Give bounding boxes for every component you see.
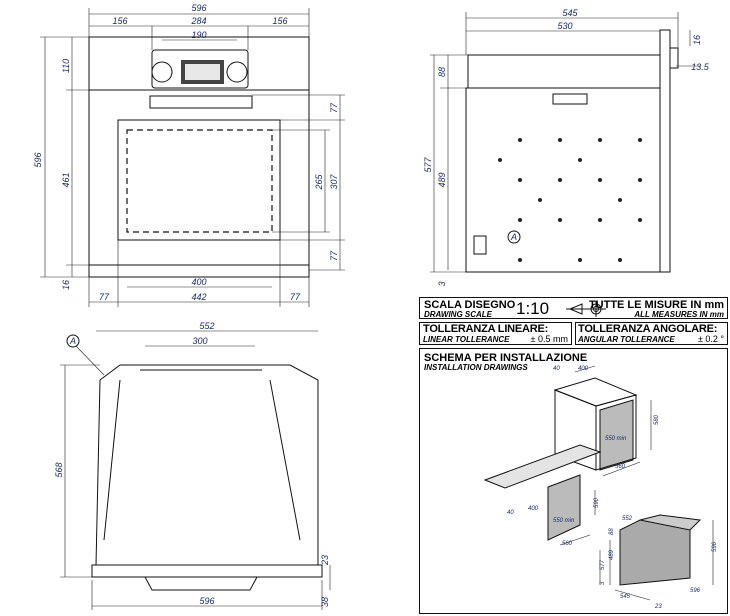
inst-oven-depth: 545 <box>620 594 631 600</box>
scale-value: 1:10 <box>516 299 550 318</box>
dim-side-depth: 545 <box>562 8 578 18</box>
inst-oven-front-height: 596 <box>712 541 718 552</box>
door-handle <box>149 95 253 109</box>
dim-front-display: 190 <box>191 30 206 40</box>
dim-window-inner-h: 265 <box>314 174 324 191</box>
knob-right <box>226 61 248 83</box>
front-view: 596 156 284 156 190 596 110 461 16 77 26… <box>33 3 345 307</box>
dim-side-body-depth: 530 <box>557 21 572 31</box>
dim-offset: 13.5 <box>691 62 710 72</box>
inst-lower-min: 550 min <box>553 518 575 524</box>
detail-a-label: A <box>510 232 517 242</box>
install-label-en: INSTALLATION DRAWINGS <box>424 363 528 372</box>
inst-upper-min: 550 min <box>605 436 627 442</box>
dim-bottom-left: 77 <box>99 292 110 302</box>
linear-tolerance-block: TOLLERANZA LINEARE: LINEAR TOLLERANCE ± … <box>419 322 572 345</box>
inst-upper-gap: 40 <box>553 366 560 372</box>
dim-top-width: 552 <box>199 321 214 331</box>
angular-tolerance-block: TOLLERANZA ANGOLARE: ANGULAR TOLLERANCE … <box>575 322 728 345</box>
inst-oven-height: 577 <box>600 559 606 570</box>
side-front-panel <box>659 29 671 273</box>
dim-front-side-right: 156 <box>272 16 287 26</box>
install-label: SCHEMA PER INSTALLAZIONE <box>424 352 588 364</box>
inst-upper-width: 560 <box>615 464 626 470</box>
dim-window-outer-h: 307 <box>329 174 339 190</box>
inst-oven-front: 23 <box>654 604 662 610</box>
inst-lower-gap: 40 <box>507 510 514 516</box>
scale-label-en: DRAWING SCALE <box>424 310 492 319</box>
inst-lower-depth: 400 <box>528 506 539 512</box>
scale-block: SCALA DISEGNO DRAWING SCALE 1:10 TUTTE L… <box>419 297 728 319</box>
linear-value: ± 0.5 mm <box>530 334 568 344</box>
dim-bottom-right: 77 <box>290 292 301 302</box>
side-holes <box>498 138 642 262</box>
dim-front-center: 284 <box>190 16 206 26</box>
top-front <box>91 564 323 578</box>
inst-lower-width: 560 <box>562 541 573 547</box>
dim-front-width: 596 <box>191 3 206 13</box>
top-handle <box>144 576 258 591</box>
knob-left <box>151 61 173 83</box>
measures-label: TUTTE LE MISURE IN mm <box>588 299 724 311</box>
side-top-rail <box>467 54 661 89</box>
dim-front-height: 596 <box>33 152 43 167</box>
dim-right-bottom: 77 <box>329 250 339 261</box>
dim-window-outer-w: 442 <box>191 292 206 302</box>
linear-label: TOLLERANZA LINEARE: <box>423 323 549 335</box>
dim-bottom-height: 16 <box>61 280 71 290</box>
angular-label-en: ANGULAR TOLLERANCE <box>578 335 675 344</box>
detail-a-marker <box>507 230 521 244</box>
side-body <box>465 87 661 273</box>
inst-oven-top: 88 <box>609 528 615 535</box>
installation-block: SCHEMA PER INSTALLAZIONE INSTALLATION DR… <box>419 348 728 614</box>
top-detail-a-label: A <box>69 336 76 346</box>
dim-right-top: 77 <box>329 102 339 113</box>
inst-oven-front-width: 596 <box>690 588 701 594</box>
angular-value: ± 0.2 ° <box>697 334 724 344</box>
inst-upper-height: 580 <box>654 414 660 425</box>
inst-upper-depth: 400 <box>578 366 589 372</box>
inst-lower-height: 590 <box>594 497 600 508</box>
door-window <box>117 119 281 241</box>
dim-side-body-height: 489 <box>437 172 447 187</box>
dim-body-height: 461 <box>61 172 71 187</box>
dim-window-inner-w: 400 <box>191 277 206 287</box>
angular-label: TOLLERANZA ANGOLARE: <box>578 323 718 335</box>
dim-top-front-width: 596 <box>199 596 214 606</box>
inst-oven-body: 489 <box>609 549 615 560</box>
linear-label-en: LINEAR TOLLERANCE <box>423 335 510 344</box>
dim-front-side-left: 156 <box>112 16 127 26</box>
inst-oven-width: 552 <box>622 516 633 522</box>
dim-top-depth: 568 <box>54 462 64 477</box>
scale-label: SCALA DISEGNO <box>424 299 516 311</box>
top-body <box>95 364 319 566</box>
dim-bottom-gap: 3 <box>437 281 447 286</box>
dim-front-thickness: 16 <box>692 35 702 45</box>
dim-top-front-thickness: 23 <box>320 555 330 566</box>
dim-top-inner-width: 300 <box>192 336 207 346</box>
installation-sketch: 40 400 580 550 min 560 40 400 590 550 mi… <box>483 365 718 610</box>
dim-panel-height: 110 <box>61 59 71 73</box>
dim-top-height: 88 <box>437 67 447 77</box>
inst-oven-gap: 3 <box>600 581 606 585</box>
dim-top-handle-depth: 38 <box>320 597 330 607</box>
top-view: A 552 300 568 23 38 596 <box>54 321 331 610</box>
projection-symbol-icon <box>566 301 606 317</box>
measures-label-en: ALL MEASURES IN mm <box>634 310 724 319</box>
side-view: A 545 530 16 13.5 88 577 489 3 <box>423 8 710 287</box>
dim-side-total-height: 577 <box>423 157 433 173</box>
